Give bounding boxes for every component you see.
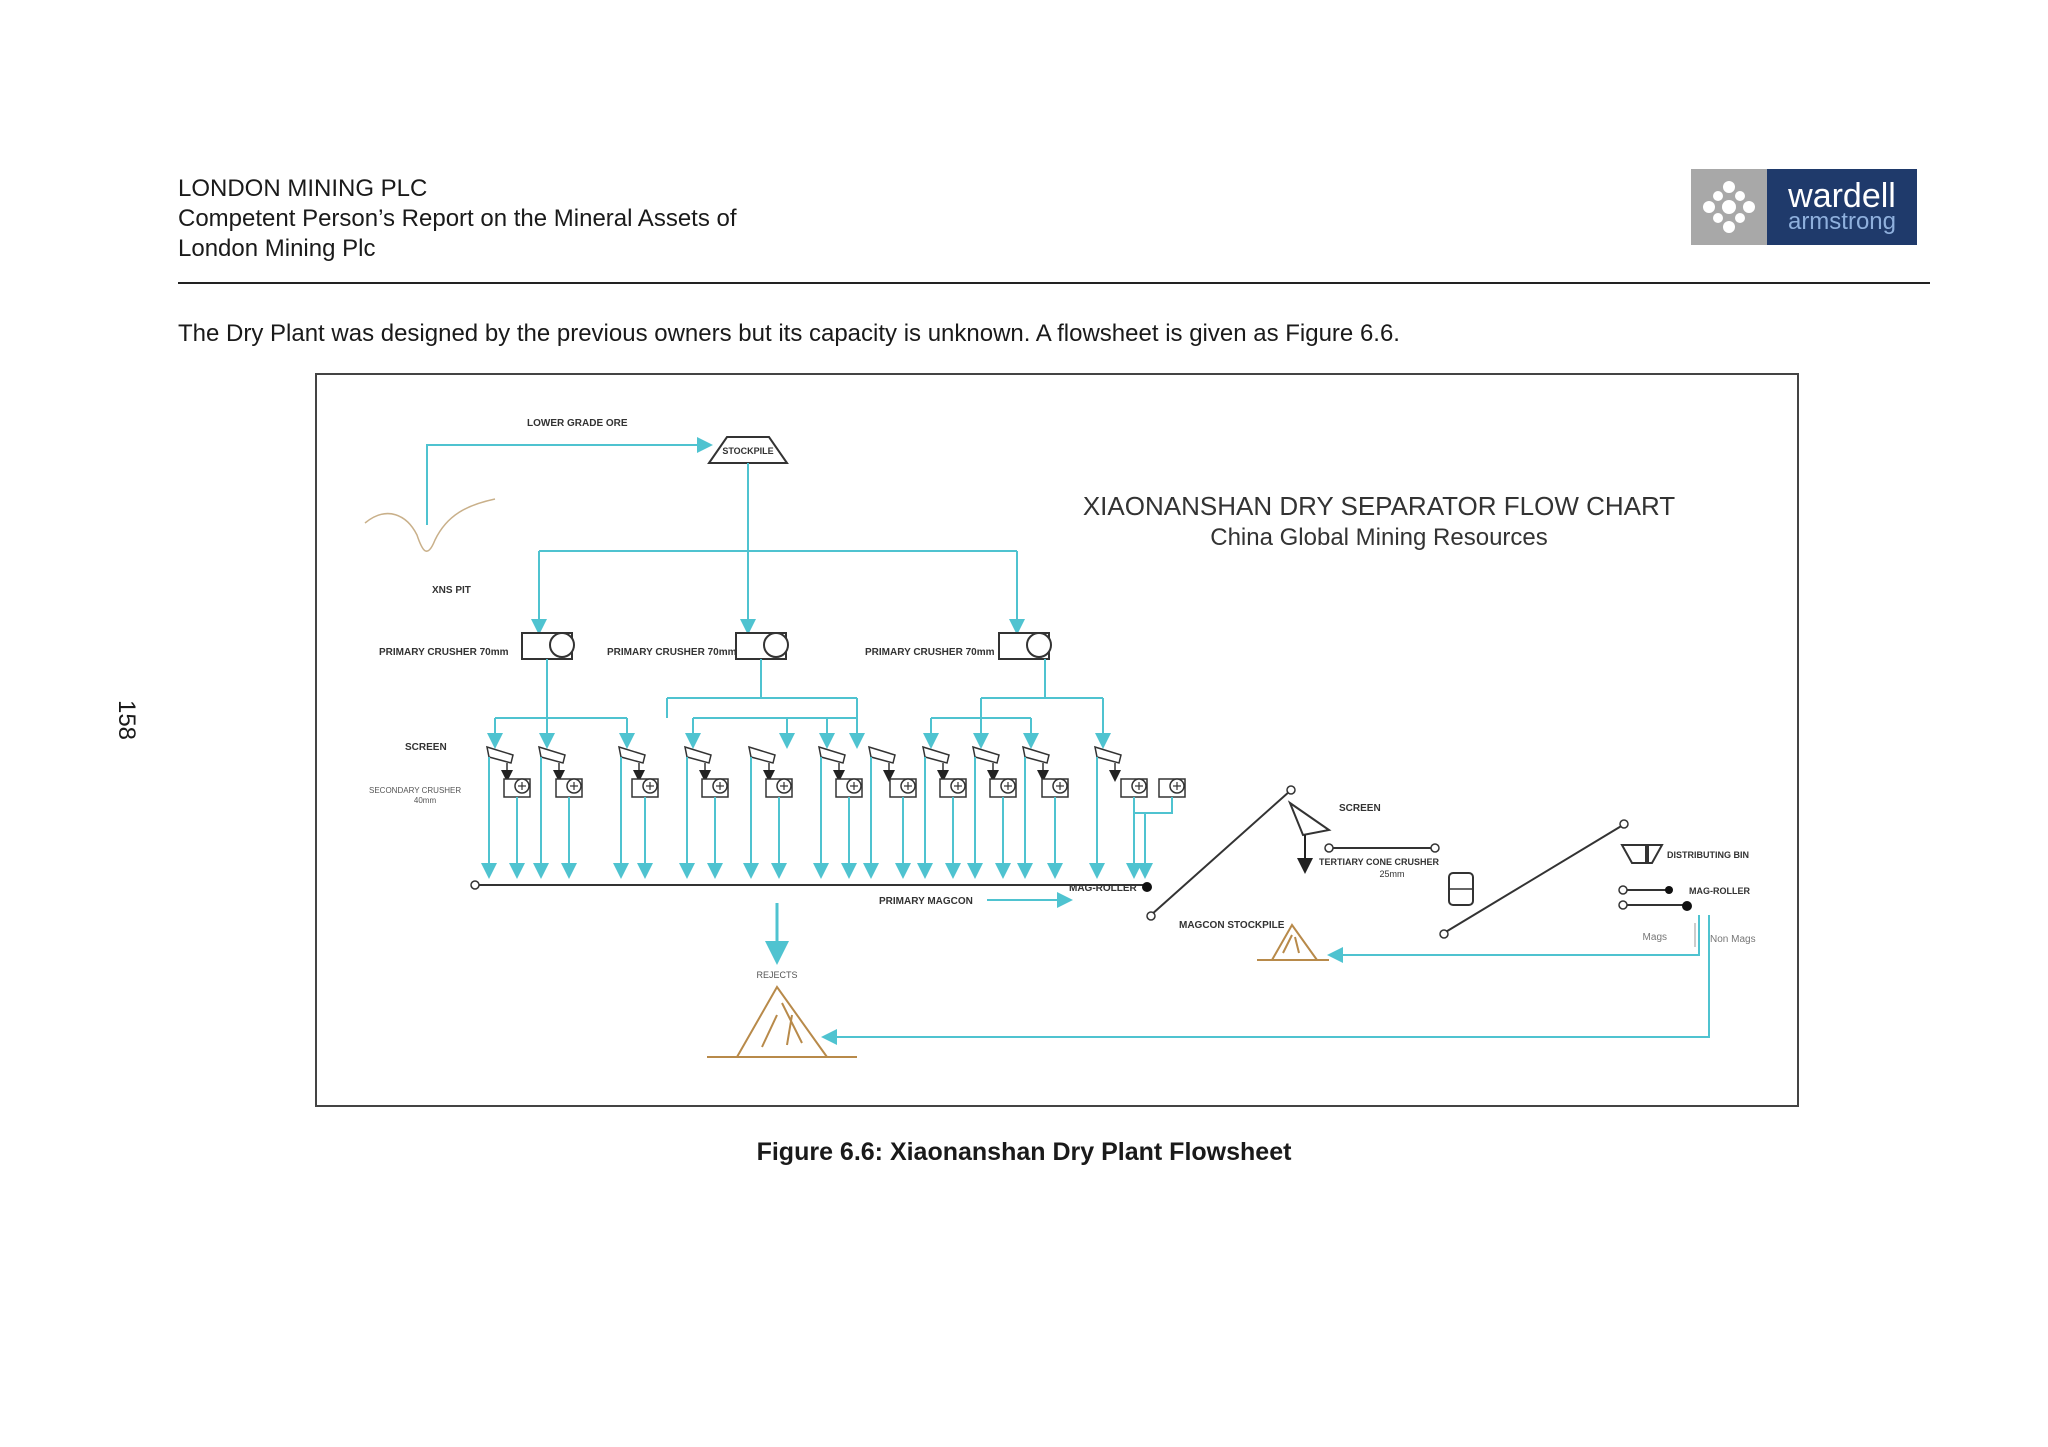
screen-2 [538,745,566,764]
xns-pit-label: XNS PIT [432,585,471,596]
flowsheet-figure: XIAONANSHAN DRY SEPARATOR FLOW CHART Chi… [315,373,1799,1107]
primary-crusher-2 [735,632,789,660]
screen-right-shape [1287,800,1332,837]
screen-9 [972,745,1000,764]
rejects-pile [707,985,857,1058]
company-name: LONDON MINING PLC [178,175,428,202]
stockpile-label: STOCKPILE [722,446,773,456]
mags-label: Mags [1643,932,1667,943]
wardell-armstrong-logo: wardell armstrong [1691,169,1917,245]
report-title-line1: Competent Person’s Report on the Mineral… [178,205,737,232]
report-title-line2: London Mining Plc [178,235,376,262]
screen-6 [818,745,846,764]
distributing-bin-shape [1620,844,1664,864]
screen-crusher-units [481,745,1186,879]
screen-8 [922,745,950,764]
logo-text-wardell: wardell [1787,177,1896,215]
secondary-crusher-size-label: 40mm [414,796,437,805]
report-header: LONDON MINING PLC Competent Person’s Rep… [178,174,737,264]
screen-3 [618,745,646,764]
tertiary-size-label: 25mm [1379,869,1404,879]
mag-roller-2-label: MAG-ROLLER [1689,886,1750,896]
ore-to-stockpile-flow [426,437,713,525]
logo-text-armstrong: armstrong [1788,208,1896,235]
non-mags-label: Non Mags [1710,934,1756,945]
screen-left-label: SCREEN [405,742,447,753]
stockpile-shape [707,436,789,464]
xns-pit-profile [364,498,496,552]
primary-crusher-1 [521,632,575,660]
screen-right-label: SCREEN [1339,803,1381,814]
flowsheet-diagram: XIAONANSHAN DRY SEPARATOR FLOW CHART Chi… [364,418,1756,1058]
flowchart-subtitle: China Global Mining Resources [1210,524,1548,551]
lower-grade-ore-label: LOWER GRADE ORE [527,418,628,429]
primary-crusher-3-label: PRIMARY CRUSHER 70mm [865,647,995,658]
secondary-crusher-label: SECONDARY CRUSHER [369,786,461,795]
screen-11 [1094,745,1122,764]
primary-crusher-3 [998,632,1052,660]
screen-4 [684,745,712,764]
rejects-label: REJECTS [756,970,797,980]
header-rule [178,282,1930,284]
screen-5 [748,745,776,764]
screen-10 [1022,745,1050,764]
screen-distribution-lines [487,659,1111,749]
page-number: 158 [113,699,140,741]
screen-7 [868,745,896,764]
tertiary-cone-crusher-label: TERTIARY CONE CRUSHER [1319,857,1440,867]
mag-roller-1-drum [1142,882,1152,892]
non-mags-to-rejects-flow [821,915,1710,1045]
mag-roller-2-drum [1682,901,1692,911]
distributing-bin-label: DISTRIBUTING BIN [1667,850,1749,860]
screen-1 [486,745,514,764]
mag-roller-1-label: MAG-ROLLER [1069,883,1138,894]
intro-paragraph: The Dry Plant was designed by the previo… [178,320,1400,347]
primary-crusher-2-label: PRIMARY CRUSHER 70mm [607,647,737,658]
primary-magcon-label: PRIMARY MAGCON [879,896,973,907]
magcon-stockpile-label: MAGCON STOCKPILE [1179,920,1285,931]
flowchart-title: XIAONANSHAN DRY SEPARATOR FLOW CHART [1083,491,1675,521]
mags-to-magcon-stockpile-flow [1327,915,1700,963]
figure-caption: Figure 6.6: Xiaonanshan Dry Plant Flowsh… [756,1138,1292,1166]
primary-crusher-1-label: PRIMARY CRUSHER 70mm [379,647,509,658]
magcon-stockpile-pile [1257,923,1329,961]
